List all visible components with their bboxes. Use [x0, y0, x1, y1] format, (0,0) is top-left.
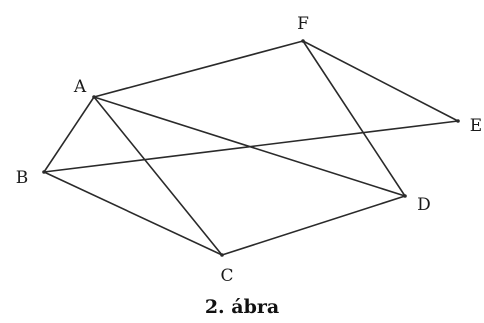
figure-labels: A B C D E F — [16, 14, 482, 286]
figure-vertices — [42, 39, 460, 257]
edge-fe — [302, 40, 459, 122]
vertex-e — [456, 119, 460, 123]
vertex-label-c: C — [220, 266, 233, 286]
vertex-label-d: D — [417, 195, 431, 215]
vertex-label-f: F — [297, 14, 309, 34]
edge-af — [93, 40, 304, 98]
vertex-a — [92, 95, 96, 99]
edge-ab — [43, 96, 95, 173]
vertex-label-e: E — [470, 116, 482, 136]
vertex-label-a: A — [73, 77, 87, 97]
figure-edges — [43, 40, 459, 256]
vertex-d — [403, 194, 407, 198]
vertex-c — [220, 253, 224, 257]
edge-be — [43, 120, 459, 173]
edge-cd — [221, 195, 406, 256]
edge-ac — [93, 96, 223, 256]
vertex-f — [301, 39, 305, 43]
edge-bc — [43, 171, 223, 256]
vertex-label-b: B — [16, 168, 29, 188]
vertex-b — [42, 170, 46, 174]
edge-fd — [302, 40, 406, 197]
figure-caption: 2. ábra — [205, 296, 279, 318]
